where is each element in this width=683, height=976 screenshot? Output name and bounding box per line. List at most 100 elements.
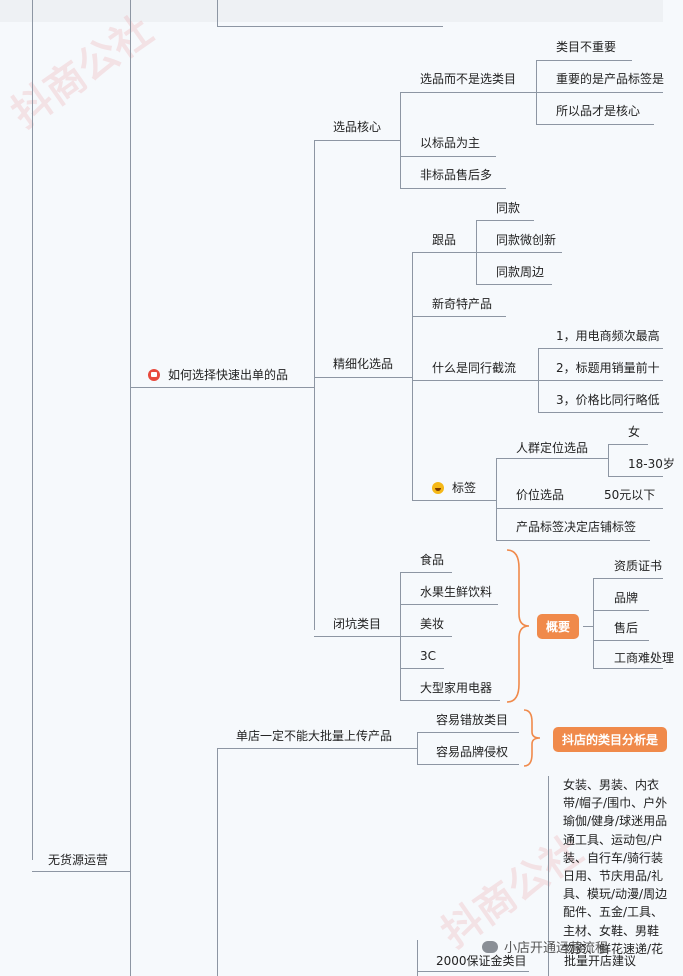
node-xuanpin-not-category[interactable]: 选品而不是选类目 bbox=[420, 72, 517, 86]
xinqi-underline bbox=[412, 316, 506, 317]
node-bikeng-food[interactable]: 食品 bbox=[420, 553, 445, 567]
xuanpin-hexin-spine bbox=[400, 92, 401, 188]
feibiaopin-underline bbox=[400, 188, 506, 189]
baozhengjin-spine bbox=[417, 940, 418, 976]
root-node[interactable]: 无货源运营 bbox=[48, 853, 109, 867]
node-jingxihua[interactable]: 精细化选品 bbox=[333, 357, 394, 371]
node-biaoqian[interactable]: 标签 bbox=[432, 480, 476, 496]
summary-shouhou-underline bbox=[593, 640, 649, 641]
dandian-qinquan-underline bbox=[417, 764, 519, 765]
chanpin-biaoqian-underline bbox=[496, 540, 650, 541]
root-trunk-line bbox=[32, 0, 33, 860]
node-renqun-dingwei[interactable]: 人群定位选品 bbox=[516, 441, 589, 455]
branch-main-underline bbox=[130, 387, 314, 388]
jingxihua-spine bbox=[412, 252, 413, 500]
dandian-summary-brace bbox=[523, 709, 541, 767]
branch-dandian-underline bbox=[217, 748, 417, 749]
dandian-cuofang-underline bbox=[417, 732, 519, 733]
node-summary-zizhi[interactable]: 资质证书 bbox=[614, 559, 663, 573]
branch-dandian-spine bbox=[217, 748, 218, 976]
grinning-emoji-icon bbox=[432, 482, 444, 494]
top-cutoff-underline bbox=[217, 26, 443, 27]
node-feibiaopin[interactable]: 非标品售后多 bbox=[420, 168, 493, 182]
node-tongkuan-weichuangxin[interactable]: 同款微创新 bbox=[496, 233, 557, 247]
jieliu-3-underline bbox=[538, 412, 663, 413]
tongkuan-weichuangxin-underline bbox=[476, 252, 562, 253]
node-xuanpin-hexin[interactable]: 选品核心 bbox=[333, 120, 382, 134]
dandian-summary-pill[interactable]: 抖店的类目分析是 bbox=[553, 727, 668, 752]
node-tongkuan[interactable]: 同款 bbox=[496, 201, 521, 215]
node-genpin[interactable]: 跟品 bbox=[432, 233, 457, 247]
renqun-age-underline bbox=[608, 476, 663, 477]
bikeng-3c-underline bbox=[400, 668, 444, 669]
node-tongkuan-zhoubian[interactable]: 同款周边 bbox=[496, 265, 545, 279]
node-renqun-age[interactable]: 18-30岁 bbox=[628, 457, 675, 471]
node-dandian-qinquan[interactable]: 容易品牌侵权 bbox=[436, 745, 509, 759]
node-xinqi[interactable]: 新奇特产品 bbox=[432, 297, 493, 311]
tonghang-jieliu-underline bbox=[412, 380, 538, 381]
node-pin-is-core[interactable]: 所以品才是核心 bbox=[556, 104, 641, 118]
node-jiawei-xuanpin[interactable]: 价位选品 bbox=[516, 488, 565, 502]
node-biaopin[interactable]: 以标品为主 bbox=[420, 136, 481, 150]
bikeng-summary-brace bbox=[506, 549, 530, 703]
renqun-dingwei-underline bbox=[496, 458, 608, 459]
branch-main-node[interactable]: 如何选择快速出单的品 bbox=[148, 367, 288, 383]
renqun-female-underline bbox=[608, 444, 648, 445]
tongkuan-underline bbox=[476, 220, 534, 221]
xuanpin-hexin-underline bbox=[314, 140, 400, 141]
biaoqian-spine bbox=[496, 458, 497, 540]
node-jieliu-2[interactable]: 2，标题用销量前十 bbox=[556, 361, 660, 375]
top-cutoff-connector bbox=[217, 0, 218, 26]
node-dandian-cuofang[interactable]: 容易错放类目 bbox=[436, 713, 509, 727]
node-jieliu-3[interactable]: 3，价格比同行略低 bbox=[556, 393, 660, 407]
renqun-spine bbox=[608, 444, 609, 476]
node-piliang-kaidian[interactable]: 批量开店建议 bbox=[564, 954, 637, 968]
node-bikeng-fruit[interactable]: 水果生鲜饮料 bbox=[420, 585, 493, 599]
wechat-icon bbox=[482, 941, 498, 953]
level1-trunk-line bbox=[130, 0, 131, 976]
jieliu-1-underline bbox=[538, 348, 663, 349]
dandian-items-spine bbox=[417, 732, 418, 764]
bikeng-summary-pill[interactable]: 概要 bbox=[537, 614, 580, 639]
bikeng-food-underline bbox=[400, 572, 452, 573]
bikeng-appliance-underline bbox=[400, 700, 500, 701]
important-tag-underline bbox=[536, 92, 663, 93]
node-leimu-not-important[interactable]: 类目不重要 bbox=[556, 40, 617, 54]
branch-dandian-node[interactable]: 单店一定不能大批量上传产品 bbox=[236, 729, 393, 743]
summary-connector bbox=[583, 626, 593, 627]
baozhengjin-underline bbox=[417, 971, 529, 972]
node-tonghang-jieliu[interactable]: 什么是同行截流 bbox=[432, 361, 517, 375]
biaopin-underline bbox=[400, 156, 496, 157]
jingxihua-underline bbox=[314, 377, 412, 378]
leimu-underline bbox=[536, 60, 632, 61]
summary-items-spine bbox=[593, 578, 594, 668]
jiawei-underline bbox=[496, 508, 663, 509]
pin-is-core-underline bbox=[536, 124, 654, 125]
node-jieliu-1[interactable]: 1，用电商频次最高 bbox=[556, 329, 660, 343]
node-bikeng-3c[interactable]: 3C bbox=[420, 649, 437, 663]
bikeng-fruit-underline bbox=[400, 604, 498, 605]
node-baozhengjin[interactable]: 2000保证金类目 bbox=[436, 954, 527, 968]
tongkuan-zhoubian-underline bbox=[476, 284, 552, 285]
node-bikeng[interactable]: 闭坑类目 bbox=[333, 617, 382, 631]
node-bikeng-appliance[interactable]: 大型家用电器 bbox=[420, 681, 493, 695]
root-underline bbox=[32, 871, 130, 872]
node-important-tag[interactable]: 重要的是产品标签是 bbox=[556, 72, 665, 86]
biaoqian-underline bbox=[412, 500, 496, 501]
jieliu-2-underline bbox=[538, 380, 663, 381]
baozhengjin-items-spine bbox=[548, 776, 549, 976]
top-toolbar-strip bbox=[0, 0, 663, 22]
bikeng-makeup-underline bbox=[400, 636, 452, 637]
branch-main-spine bbox=[314, 140, 315, 630]
red-flag-icon bbox=[148, 369, 160, 381]
node-summary-gongshang[interactable]: 工商难处理 bbox=[614, 651, 675, 665]
category-list-text: 女装、男装、内衣 带/帽子/围巾、户外 瑜伽/健身/球迷用品 通工具、运动包/户… bbox=[563, 778, 668, 956]
node-chanpin-biaoqian[interactable]: 产品标签决定店铺标签 bbox=[516, 520, 637, 534]
node-jiawei-value[interactable]: 50元以下 bbox=[604, 488, 656, 502]
node-summary-shouhou[interactable]: 售后 bbox=[614, 621, 639, 635]
genpin-underline bbox=[412, 252, 476, 253]
node-summary-pinpai[interactable]: 品牌 bbox=[614, 591, 639, 605]
node-renqun-female[interactable]: 女 bbox=[628, 425, 641, 439]
node-bikeng-makeup[interactable]: 美妆 bbox=[420, 617, 445, 631]
